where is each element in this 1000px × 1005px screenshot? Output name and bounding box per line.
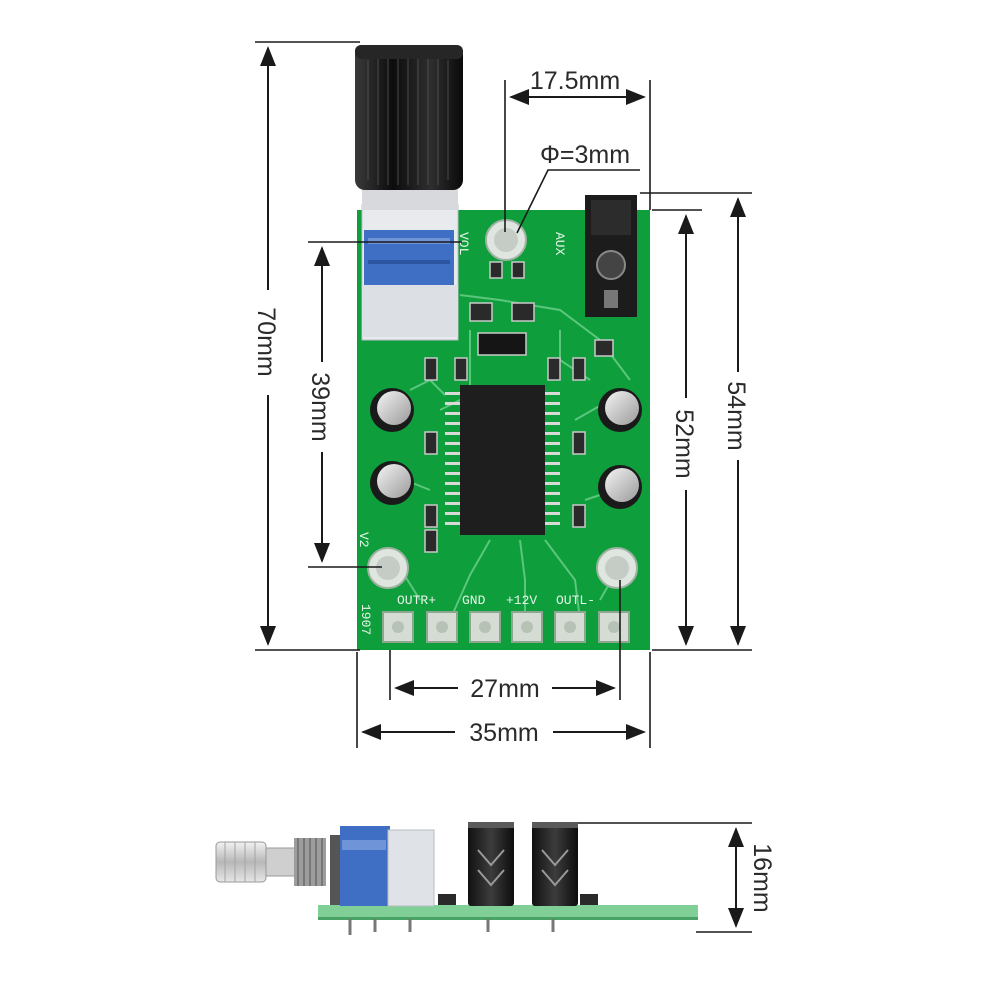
dimension-70mm: 70mm: [252, 41, 360, 651]
label-70mm: 70mm: [252, 307, 280, 376]
mounting-hole-top: [485, 219, 527, 261]
side-capacitor-2: [532, 822, 578, 906]
side-capacitor-1: [468, 822, 514, 906]
label-16mm: 16mm: [748, 843, 776, 912]
label-27mm: 27mm: [470, 675, 539, 703]
mounting-hole-left: [367, 547, 409, 589]
capacitor-c2: [370, 461, 414, 505]
potentiometer: [361, 204, 459, 341]
label-17-5mm: 17.5mm: [530, 67, 620, 95]
dimension-hole-diameter: Φ=3mm: [516, 141, 640, 234]
silk-code: 1907: [358, 604, 373, 635]
dimension-16mm: 16mm: [578, 822, 776, 933]
side-pot-body: [330, 826, 435, 907]
silk-aux: AUX: [552, 232, 567, 256]
volume-knob: [355, 45, 463, 210]
capacitor-c3: [598, 388, 642, 432]
dimension-17-5mm: 17.5mm: [504, 67, 651, 232]
side-pcb: [318, 905, 698, 919]
pcb-top-view: VOL AUX OUTR+ GND +12V OUTL- V2 1907: [355, 45, 650, 650]
silk-vol: VOL: [456, 232, 471, 255]
silk-outl: OUTL-: [556, 593, 595, 608]
dimension-39mm: 39mm: [306, 241, 462, 568]
smd-components: [424, 261, 614, 553]
dimension-27mm: 27mm: [389, 580, 621, 703]
amplifier-ic: [445, 385, 560, 535]
capacitor-c1: [370, 388, 414, 432]
pcb-side-view: [215, 822, 698, 935]
capacitor-c4: [598, 465, 642, 509]
label-54mm: 54mm: [722, 381, 750, 450]
label-52mm: 52mm: [670, 409, 698, 478]
ic-pins: [445, 392, 560, 525]
dimension-35mm: 35mm: [356, 652, 651, 748]
side-pot-shaft: [215, 838, 326, 886]
silk-12v: +12V: [506, 593, 537, 608]
aux-audio-jack: [585, 195, 637, 317]
dimension-52mm: 52mm: [652, 209, 702, 646]
silk-v2: V2: [356, 532, 371, 548]
label-35mm: 35mm: [469, 719, 538, 747]
silk-outr: OUTR+: [397, 593, 436, 608]
dimension-54mm: 54mm: [640, 192, 752, 651]
label-hole-diameter: Φ=3mm: [540, 141, 630, 169]
mounting-hole-right: [596, 547, 638, 589]
silk-gnd: GND: [462, 593, 486, 608]
label-39mm: 39mm: [306, 372, 334, 441]
